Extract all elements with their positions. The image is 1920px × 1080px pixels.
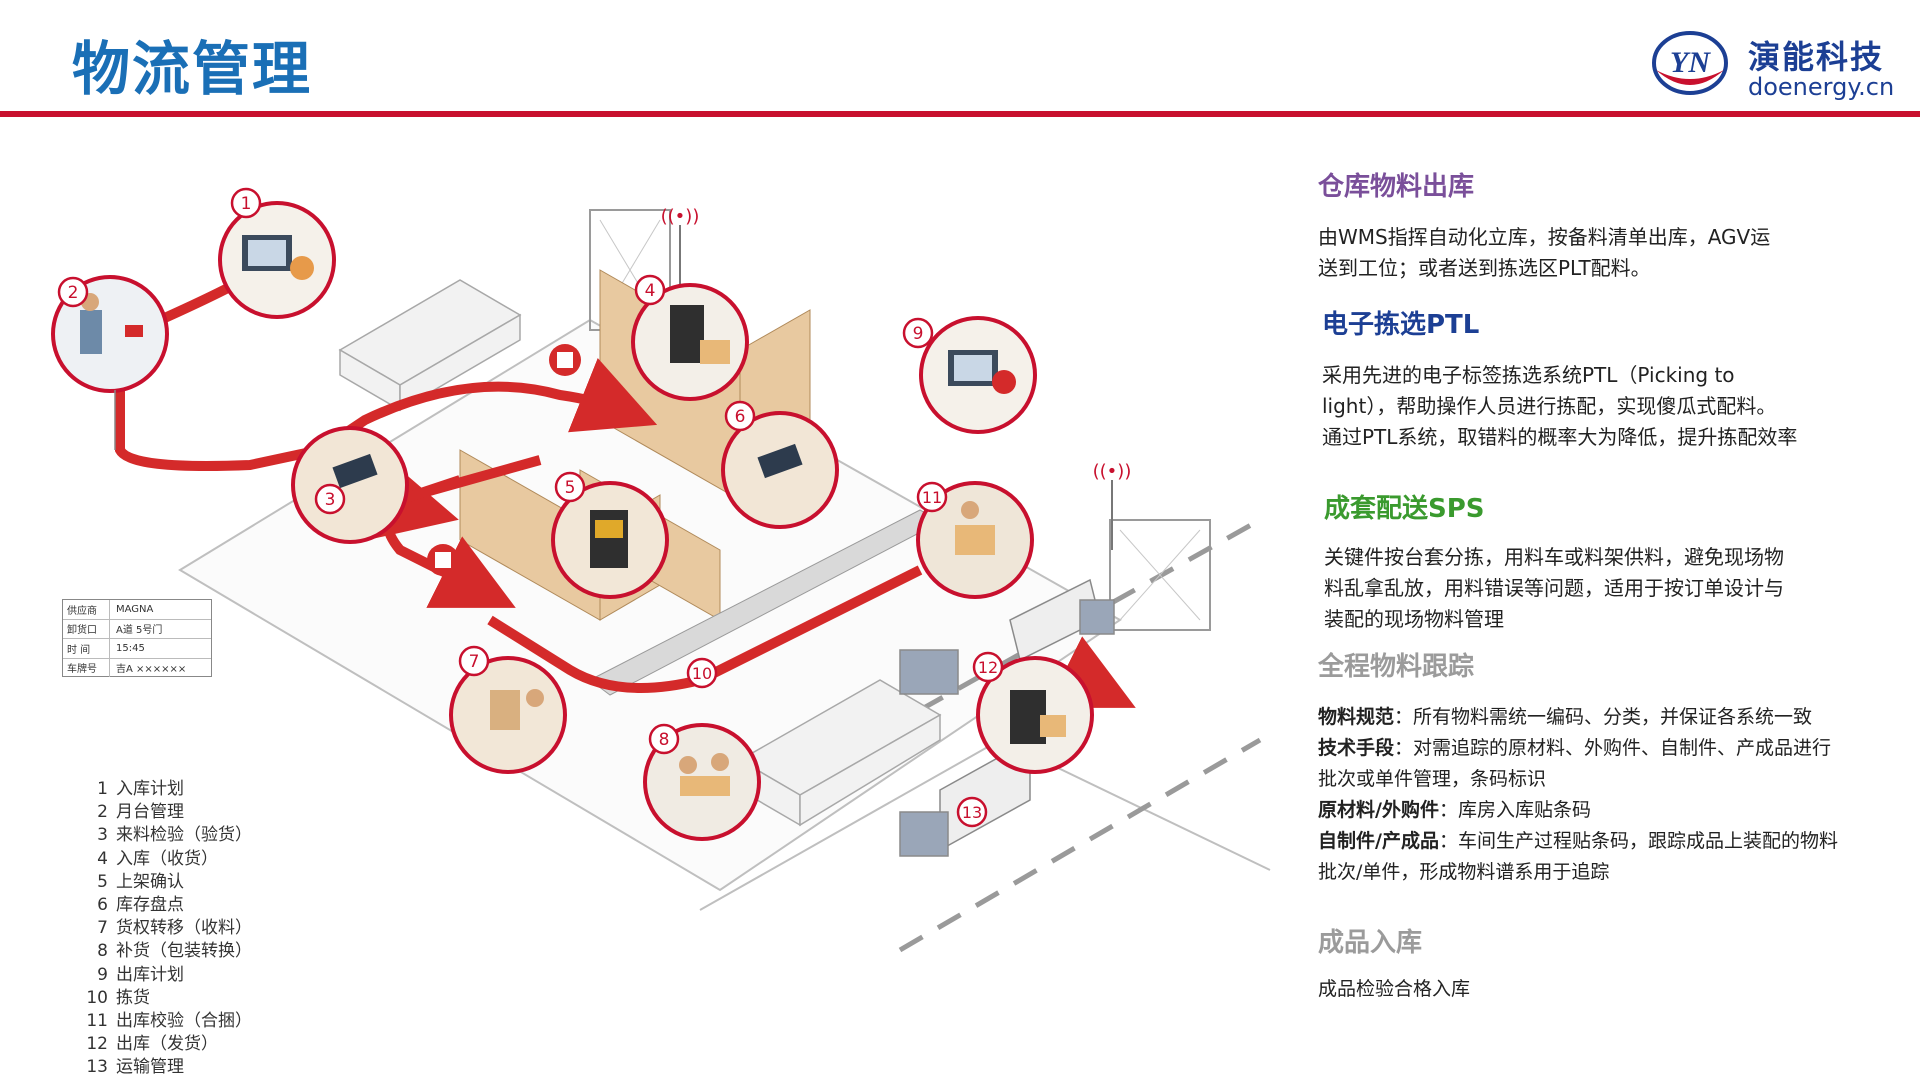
page-title: 物流管理 [72,35,313,103]
section-text-tracking: 物料规范：所有物料需统一编码、分类，并保证各系统一致 技术手段：对需追踪的原材料… [1318,706,1838,883]
section-heading-sps: 成套配送SPS [1324,494,1485,524]
logo-company-name: 演能科技 [1748,38,1885,76]
receiving-label-card: 供应商 MAGNA 卸货口 A道 5号门 时 间 15:45 车牌号吉A ×××××× [62,599,212,677]
label-key: 卸货口 [63,619,110,638]
header-rule [0,111,1920,117]
label-key: 时 间 [63,639,110,658]
section-text-sps: 关键件按台套分拣，用料车或料架供料，避免现场物 料乱拿乱放，用料错误等问题，适用… [1324,545,1784,631]
truck-top-right [1009,578,1115,662]
label-key: 供应商 [63,600,110,619]
label-value: A道 5号门 [116,625,163,637]
logo-website: doenergy.cn [1748,73,1895,101]
package-icon [549,344,581,376]
section-heading-outbound: 仓库物料出库 [1318,172,1475,202]
svg-text:((•)): ((•)) [661,206,700,227]
section-heading-finished-goods: 成品入库 [1318,928,1423,958]
svg-text:YN: YN [1670,46,1711,79]
warehouse-diagram: ((•)) ((•)) [20,150,1280,1077]
logo-mark-icon: YN [1652,31,1728,95]
label-value: 吉A ×××××× [116,664,187,676]
section-heading-tracking: 全程物料跟踪 [1318,652,1475,682]
label-value: MAGNA [116,603,154,615]
dock-trailers-bottom [738,679,942,827]
package-icon [427,544,459,576]
section-text-finished-goods: 成品检验合格入库 [1318,978,1471,1000]
label-value: 15:45 [116,642,145,654]
section-text-ptl: 采用先进的电子标签拣选系统PTL（Picking to light），帮助操作人… [1322,363,1798,449]
truck-bottom [899,738,1031,857]
section-text-outbound: 由WMS指挥自动化立库，按备料清单出库，AGV运 送到工位；或者送到拣选区PLT… [1318,225,1771,280]
truck-mid [899,649,959,695]
section-heading-ptl: 电子拣选PTL [1322,310,1480,340]
svg-text:((•)): ((•)) [1093,461,1132,482]
company-logo: YN 演能科技 doenergy.cn [1650,28,1900,101]
label-key: 车牌号 [63,658,110,677]
